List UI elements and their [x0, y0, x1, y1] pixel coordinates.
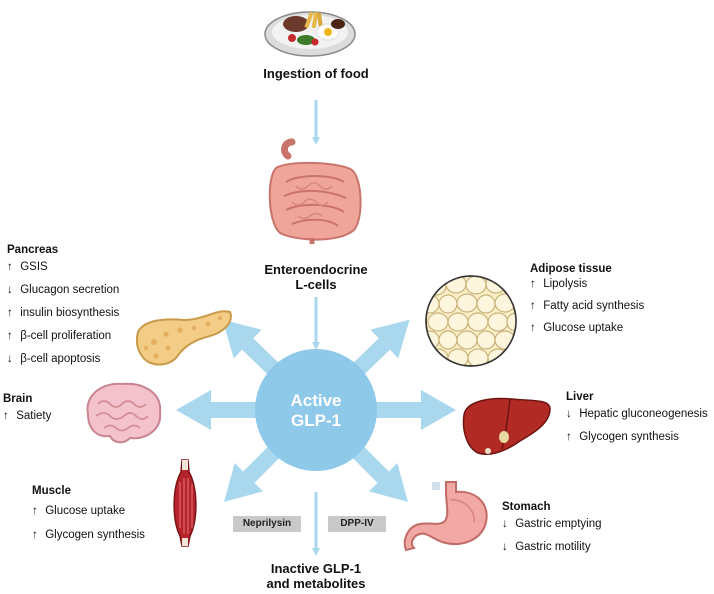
- gut-title: Enteroendocrine L-cells: [236, 262, 396, 292]
- direction-arrow: ↑: [7, 307, 13, 319]
- brain-item-1: ↑ Satiety: [3, 409, 51, 423]
- direction-arrow: ↑: [7, 330, 13, 342]
- liver-item-1: ↓ Hepatic gluconeogenesis: [566, 407, 708, 421]
- plate-food-icon: [264, 11, 356, 57]
- effect-label: Lipolysis: [543, 278, 588, 290]
- brain-icon: [86, 382, 162, 444]
- pancreas-item-5: ↓ β-cell apoptosis: [7, 352, 119, 366]
- effect-label: Satiety: [16, 410, 52, 422]
- adipose-item-2: ↑ Fatty acid synthesis: [530, 299, 644, 313]
- inactive-title-line1: Inactive GLP-1: [270, 561, 362, 576]
- neprilysin-badge: Neprilysin: [233, 516, 301, 532]
- adipose-item-3: ↑ Glucose uptake: [530, 321, 644, 335]
- adipose-title: Adipose tissue: [530, 263, 612, 275]
- gut-title-line2: L-cells: [295, 277, 337, 292]
- inactive-title: Inactive GLP-1 and metabolites: [236, 561, 396, 591]
- effect-label: β-cell proliferation: [20, 330, 112, 342]
- adipose-panel: Adipose tissue ↑ Lipolysis ↑ Fatty acid …: [530, 262, 644, 335]
- direction-arrow: ↓: [502, 518, 508, 530]
- muscle-panel: Muscle ↑ Glucose uptake ↑ Glycogen synth…: [32, 484, 145, 542]
- pancreas-icon: [135, 310, 232, 366]
- effect-label: Glucose uptake: [45, 505, 126, 517]
- effect-label: Hepatic gluconeogenesis: [579, 408, 708, 420]
- brain-panel: Brain ↑ Satiety: [3, 392, 51, 423]
- stomach-title: Stomach: [502, 501, 551, 513]
- effect-label: Glucagon secretion: [20, 284, 120, 296]
- glp1-label-line1: Active: [290, 391, 342, 410]
- direction-arrow: ↑: [32, 529, 38, 541]
- liver-title: Liver: [566, 391, 594, 403]
- effect-label: Glycogen synthesis: [579, 431, 679, 443]
- muscle-icon: [173, 459, 197, 547]
- direction-arrow: ↓: [7, 353, 13, 365]
- glp1-label: Active GLP-1: [256, 391, 376, 431]
- intestine-icon: [268, 138, 362, 244]
- muscle-item-2: ↑ Glycogen synthesis: [32, 528, 145, 542]
- glp1-circle: [255, 349, 377, 471]
- effect-label: insulin biosynthesis: [20, 307, 120, 319]
- brain-title: Brain: [3, 393, 33, 405]
- effect-label: β-cell apoptosis: [20, 353, 101, 365]
- direction-arrow: ↑: [530, 278, 536, 290]
- stomach-item-2: ↓ Gastric motility: [502, 540, 601, 554]
- pancreas-item-3: ↑ insulin biosynthesis: [7, 306, 119, 320]
- effect-label: Fatty acid synthesis: [543, 300, 645, 312]
- pancreas-panel: Pancreas ↑ GSIS ↓ Glucagon secretion ↑ i…: [7, 243, 119, 366]
- direction-arrow: ↓: [566, 408, 572, 420]
- effect-label: GSIS: [20, 261, 48, 273]
- effect-label: Glycogen synthesis: [45, 529, 145, 541]
- effect-label: Gastric motility: [515, 541, 591, 553]
- direction-arrow: ↑: [566, 431, 572, 443]
- direction-arrow: ↓: [502, 541, 508, 553]
- stomach-panel: Stomach ↓ Gastric emptying ↓ Gastric mot…: [502, 500, 601, 554]
- stomach-icon: [403, 481, 488, 552]
- pancreas-item-4: ↑ β-cell proliferation: [7, 329, 119, 343]
- gut-title-line1: Enteroendocrine: [264, 262, 368, 277]
- inactive-title-line2: and metabolites: [266, 576, 366, 591]
- direction-arrow: ↑: [3, 410, 9, 422]
- glp1-label-line2: GLP-1: [290, 411, 342, 430]
- muscle-item-1: ↑ Glucose uptake: [32, 504, 145, 518]
- adipose-tissue-icon: [425, 275, 517, 367]
- food-title: Ingestion of food: [263, 66, 369, 81]
- effect-label: Gastric emptying: [515, 518, 602, 530]
- direction-arrow: ↑: [7, 261, 13, 273]
- direction-arrow: ↑: [530, 322, 536, 334]
- liver-item-2: ↑ Glycogen synthesis: [566, 430, 708, 444]
- adipose-item-1: ↑ Lipolysis: [530, 277, 644, 291]
- pancreas-item-1: ↑ GSIS: [7, 260, 119, 274]
- effect-label: Glucose uptake: [543, 322, 624, 334]
- liver-panel: Liver ↓ Hepatic gluconeogenesis ↑ Glycog…: [566, 390, 708, 444]
- liver-icon: [462, 397, 551, 455]
- stomach-item-1: ↓ Gastric emptying: [502, 517, 601, 531]
- pancreas-title: Pancreas: [7, 244, 59, 256]
- muscle-title: Muscle: [32, 485, 71, 497]
- direction-arrow: ↓: [7, 284, 13, 296]
- direction-arrow: ↑: [32, 505, 38, 517]
- dpp4-badge: DPP-IV: [328, 516, 386, 532]
- direction-arrow: ↑: [530, 300, 536, 312]
- pancreas-item-2: ↓ Glucagon secretion: [7, 283, 119, 297]
